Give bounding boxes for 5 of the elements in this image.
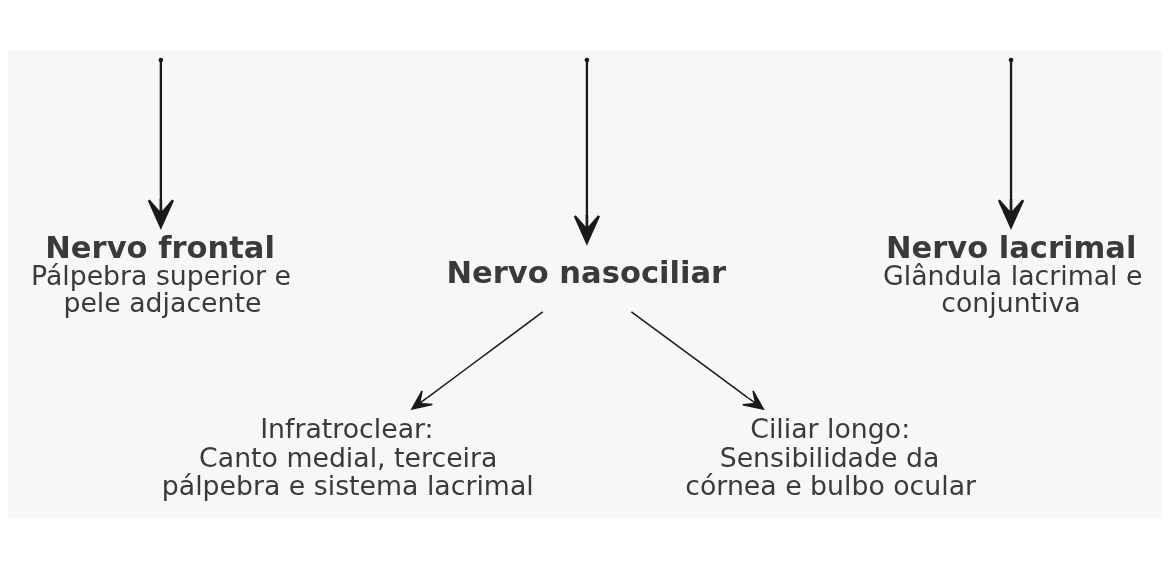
node-text: Nervo nasociliar <box>446 254 727 290</box>
node-text: Nervo frontal Pálpebra superior e pele adjacente <box>30 229 291 319</box>
node-text: Infratroclear: Canto medial, terceira pálpebra e sistema lacrimal <box>161 413 534 502</box>
node-text: Nervo lacrimal Glândula lacrimal e conjuntiva <box>883 229 1143 319</box>
node-text: Ciliar longo: Sensibilidade da córnea e bulbo ocular <box>685 413 977 502</box>
